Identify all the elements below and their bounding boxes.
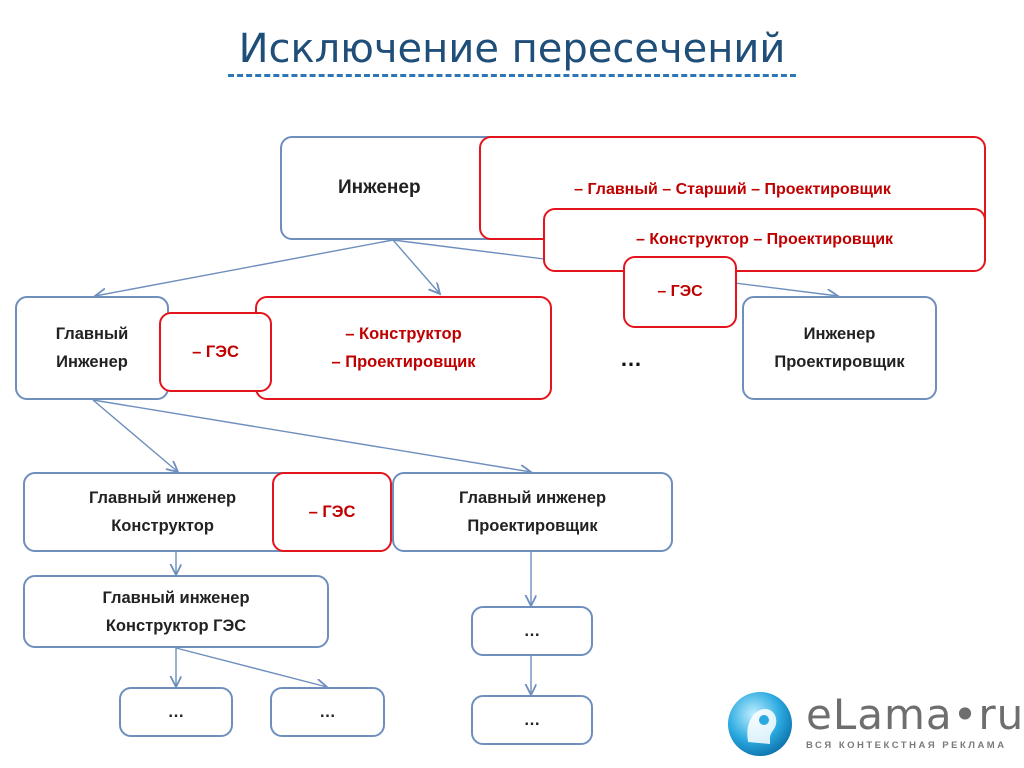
node-leaf-3: … [471,606,593,656]
edge-engineer-chief [95,239,394,296]
edge-ges-leaf2 [175,647,327,687]
title-underline [228,74,796,77]
edge-engineer-mid [392,239,440,294]
node-ges-left: – ГЭС [159,312,272,392]
node-ges-mid: – ГЭС [272,472,392,552]
node-leaf-2: … [270,687,385,737]
node-engineer-exclusions-2: – Конструктор – Проектировщик [543,208,986,272]
elama-logo-text: eLama•ru [806,690,1024,739]
page-title: Исключение пересечений [238,26,786,72]
ellipsis-mid: … [620,346,642,371]
elama-logo-tagline: ВСЯ КОНТЕКСТНАЯ РЕКЛАМА [806,740,1007,751]
node-leaf-4: … [471,695,593,745]
node-ges-top: – ГЭС [623,256,737,328]
node-engineer: Инженер [280,136,506,240]
elama-logo-icon [728,692,792,756]
edge-chief-designer [92,399,531,472]
edge-chief-constructor [92,399,178,472]
node-leaf-1: … [119,687,233,737]
node-chief-exclusions: – Конструктор– Проектировщик [255,296,552,400]
